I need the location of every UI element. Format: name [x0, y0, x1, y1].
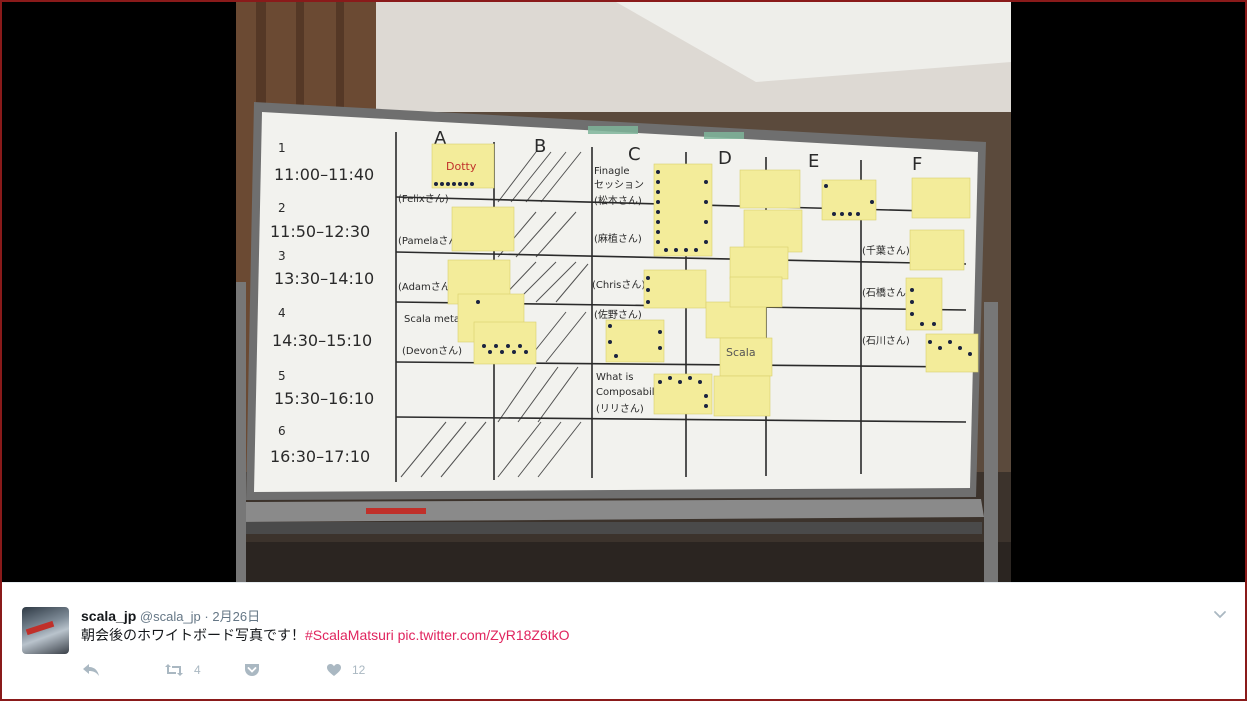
- tweet-text: 朝会後のホワイトボード写真です！#ScalaMatsuri pic.twitte…: [81, 625, 570, 645]
- slot-time-2: 11:50–12:30: [270, 222, 370, 241]
- slot-time-6: 16:30–17:10: [270, 447, 370, 466]
- retweet-count: 4: [194, 663, 201, 677]
- col-header-d: D: [718, 148, 732, 169]
- slot-time-3: 13:30–14:10: [274, 269, 374, 288]
- media-viewer[interactable]: A B C D E F 1 11:00–11:40 2 11:50–12:30 …: [2, 2, 1245, 582]
- slot-num-3: 3: [278, 249, 286, 263]
- tweet-body: scala_jp @scala_jp · 2月26日 朝会後のホワイトボード写真…: [2, 582, 1245, 699]
- pocket-icon: [244, 663, 260, 677]
- action-bar: 4 12: [82, 663, 682, 681]
- pocket-button[interactable]: [244, 663, 260, 677]
- slot-num-6: 6: [278, 424, 286, 438]
- chevron-down-icon[interactable]: [1213, 607, 1227, 621]
- whiteboard-photo[interactable]: A B C D E F 1 11:00–11:40 2 11:50–12:30 …: [236, 2, 1011, 582]
- col-header-b: B: [534, 136, 546, 157]
- col-header-e: E: [808, 151, 819, 172]
- slot-num-5: 5: [278, 369, 286, 383]
- tweet-text-body: 朝会後のホワイトボード写真です！: [81, 627, 305, 643]
- col-c-name-5: (Chrisさん): [592, 279, 645, 291]
- tweet-header: scala_jp @scala_jp · 2月26日: [81, 606, 260, 625]
- col-f-name-3: (石川さん): [862, 335, 910, 347]
- sticky-dotty-text: Dotty: [446, 160, 477, 173]
- col-header-f: F: [912, 154, 922, 175]
- display-name[interactable]: scala_jp: [81, 608, 137, 624]
- separator: ·: [204, 609, 209, 624]
- sticky-scala: [719, 337, 773, 377]
- retweet-button[interactable]: 4: [164, 663, 201, 677]
- col-c-name-7: What is: [596, 372, 633, 383]
- retweet-icon: [164, 663, 184, 677]
- slot-time-5: 15:30–16:10: [274, 389, 374, 408]
- col-f-name-2: (石橋さん): [862, 286, 910, 299]
- col-a-name-5: (Devonさん): [402, 345, 462, 357]
- col-a-name-4: Scala meta: [404, 314, 460, 325]
- heart-icon: [326, 663, 342, 677]
- sticky-dotty: [431, 143, 495, 189]
- avatar[interactable]: [22, 607, 69, 654]
- reply-button[interactable]: [82, 663, 100, 677]
- like-count: 12: [352, 663, 366, 677]
- reply-icon: [82, 663, 100, 677]
- col-c-name-3: (松本さん): [594, 194, 642, 207]
- col-c-name-4: (麻植さん): [594, 232, 642, 245]
- col-c-name-6: (佐野さん): [594, 309, 642, 321]
- slot-num-2: 2: [278, 201, 286, 215]
- sticky-scala-text: Scala: [726, 346, 756, 359]
- slot-time-1: 11:00–11:40: [274, 165, 374, 184]
- pic-link[interactable]: pic.twitter.com/ZyR18Z6tkO: [397, 627, 570, 643]
- col-c-name-9: (リリさん): [596, 403, 644, 415]
- col-a-name-2: (Pamelaさん): [398, 235, 462, 247]
- slot-time-4: 14:30–15:10: [272, 331, 372, 350]
- col-c-name-1: Finagle: [594, 166, 630, 177]
- slot-num-4: 4: [278, 306, 286, 320]
- handle[interactable]: @scala_jp: [139, 609, 201, 624]
- col-f-name-1: (千葉さん): [862, 244, 910, 257]
- col-a-name-3: (Adamさん): [398, 281, 455, 293]
- hashtag-link[interactable]: #ScalaMatsuri: [305, 627, 394, 643]
- col-c-name-8: Composability: [596, 387, 667, 398]
- tweet-date[interactable]: 2月26日: [212, 609, 261, 624]
- col-c-name-2: セッション: [594, 179, 644, 191]
- slot-num-1: 1: [278, 141, 286, 155]
- col-header-c: C: [628, 144, 641, 165]
- col-a-name-1: (Felixさん): [398, 193, 449, 205]
- like-button[interactable]: 12: [326, 663, 365, 677]
